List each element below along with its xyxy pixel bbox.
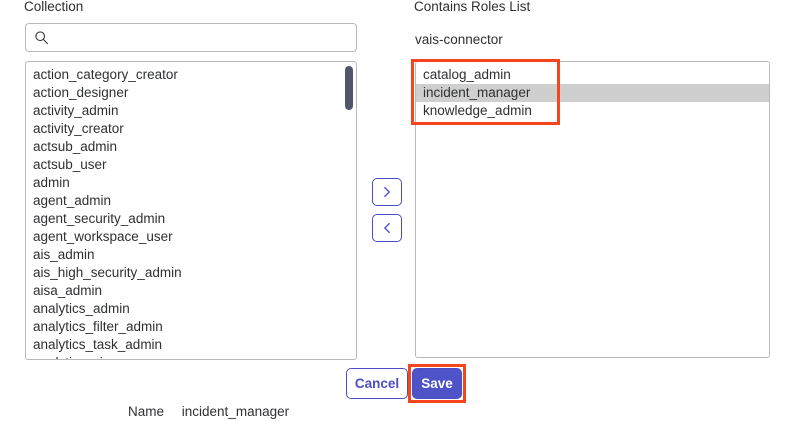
name-value: incident_manager [181,404,290,419]
list-item[interactable]: activity_admin [33,103,119,118]
list-item[interactable]: admin [33,175,70,190]
list-item[interactable]: ais_admin [33,247,95,262]
search-input[interactable] [55,24,348,51]
list-item[interactable]: actsub_admin [33,139,118,154]
list-item[interactable]: actsub_user [33,157,107,172]
list-item[interactable]: action_designer [33,85,129,100]
list-item[interactable]: analytics_admin [33,301,130,316]
list-item[interactable]: knowledge_admin [423,103,532,118]
name-label: Name [128,404,165,419]
chevron-right-icon [380,185,394,199]
list-item[interactable]: analytics_filter_admin [33,319,163,334]
list-item[interactable]: catalog_admin [423,67,511,82]
list-item[interactable]: agent_admin [33,193,112,208]
contains-roles-list-label: Contains Roles List [414,0,531,14]
list-item[interactable]: incident_manager [416,84,769,102]
chevron-left-icon [380,221,394,235]
cancel-button[interactable]: Cancel [346,368,408,399]
search-icon [34,30,49,45]
collection-label: Collection [24,0,84,14]
list-item[interactable]: agent_workspace_user [33,229,173,244]
search-field[interactable] [25,23,357,52]
list-item[interactable]: analytics_task_admin [33,337,163,352]
list-item[interactable]: analytics_viewer [26,354,356,359]
subject-name-text: vais-connector [415,32,503,47]
list-item[interactable]: action_category_creator [33,67,178,82]
list-item[interactable]: aisa_admin [33,283,103,298]
available-list-scrollbar-thumb[interactable] [345,66,353,110]
save-button[interactable]: Save [412,368,462,399]
list-item[interactable]: activity_creator [33,121,124,136]
list-item[interactable]: agent_security_admin [33,211,166,226]
name-row: Name incident_manager [128,403,289,420]
list-item[interactable]: ais_high_security_admin [33,265,182,280]
move-left-button[interactable] [372,214,402,242]
move-right-button[interactable] [372,178,402,206]
